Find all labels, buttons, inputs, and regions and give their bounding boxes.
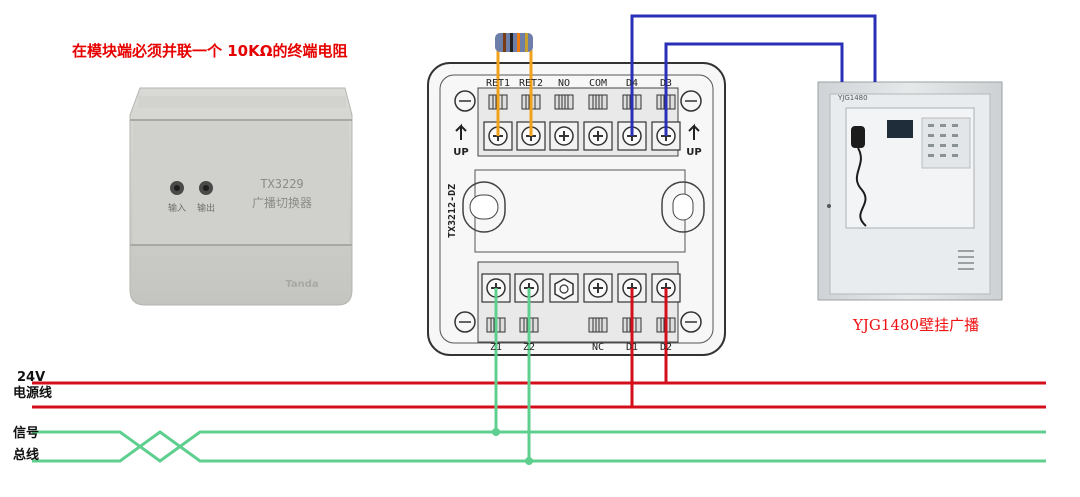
bottom-terminal-label: Z1 bbox=[490, 342, 502, 353]
up-arrow-icon bbox=[688, 123, 700, 140]
bottom-terminal-label: D2 bbox=[660, 342, 672, 353]
output-port-label: 输出 bbox=[197, 202, 215, 214]
bottom-screw-icon bbox=[583, 273, 613, 303]
bottom-clamp bbox=[588, 317, 608, 333]
tx3229-module bbox=[129, 87, 353, 306]
module-name: 广播切换器 bbox=[252, 196, 312, 210]
power-name: 电源线 bbox=[13, 386, 53, 401]
up-label-left: UP bbox=[453, 147, 468, 158]
tx3212-base bbox=[427, 62, 726, 356]
cabinet-badge: YJG1480 bbox=[837, 94, 868, 102]
up-arrow-icon bbox=[455, 123, 467, 140]
bottom-terminal-label: D1 bbox=[626, 342, 638, 353]
signal-line-text-2: 总线 bbox=[13, 448, 40, 463]
top-screw-icon bbox=[549, 121, 579, 151]
center-nut-icon bbox=[549, 273, 579, 303]
cabinet-label: YJG1480壁挂广播 bbox=[853, 316, 980, 334]
power-line-label: 24V 电源线 bbox=[13, 370, 52, 402]
power-voltage: 24V bbox=[17, 370, 46, 385]
signal-line-text-1: 信号 bbox=[13, 426, 40, 441]
wires bbox=[32, 14, 1046, 465]
top-terminal-label: NO bbox=[558, 78, 570, 89]
top-screw-icon bbox=[583, 121, 613, 151]
signal-line-bottom bbox=[32, 430, 1046, 463]
signal-line-top bbox=[32, 430, 1046, 463]
base-model: TX3212-DZ bbox=[447, 184, 458, 238]
top-terminal-label: D3 bbox=[660, 78, 672, 89]
signal-line-label: 信号 总线 bbox=[13, 423, 39, 467]
up-label-right: UP bbox=[686, 147, 701, 158]
top-terminal-label: RET1 bbox=[486, 78, 510, 89]
bottom-terminal-label: Z2 bbox=[523, 342, 535, 353]
module-brand: Tanda bbox=[285, 279, 318, 290]
module-model: TX3229 bbox=[260, 177, 303, 191]
bottom-terminal-labels: Z1 Z2 NC D1 D2 bbox=[490, 342, 672, 353]
blue-wire-d3 bbox=[664, 42, 844, 136]
blue-wire-d4 bbox=[630, 14, 877, 136]
microphone-icon bbox=[851, 126, 865, 148]
input-port-label: 输入 bbox=[168, 202, 186, 214]
cabinet-display bbox=[887, 120, 913, 138]
top-terminal-label: D4 bbox=[626, 78, 638, 89]
terminal-resistor bbox=[495, 33, 533, 136]
bottom-terminal-label: NC bbox=[592, 342, 604, 353]
resistor-note: 在模块端必须并联一个 10KΩ的终端电阻 bbox=[72, 42, 348, 60]
top-clamp bbox=[554, 94, 574, 110]
top-clamp bbox=[588, 94, 608, 110]
yjg1480-cabinet bbox=[817, 81, 1003, 301]
top-terminal-labels: RET1 RET2 NO COM D4 D3 bbox=[486, 78, 672, 89]
top-terminal-label: COM bbox=[589, 78, 607, 89]
top-terminal-label: RET2 bbox=[519, 78, 543, 89]
